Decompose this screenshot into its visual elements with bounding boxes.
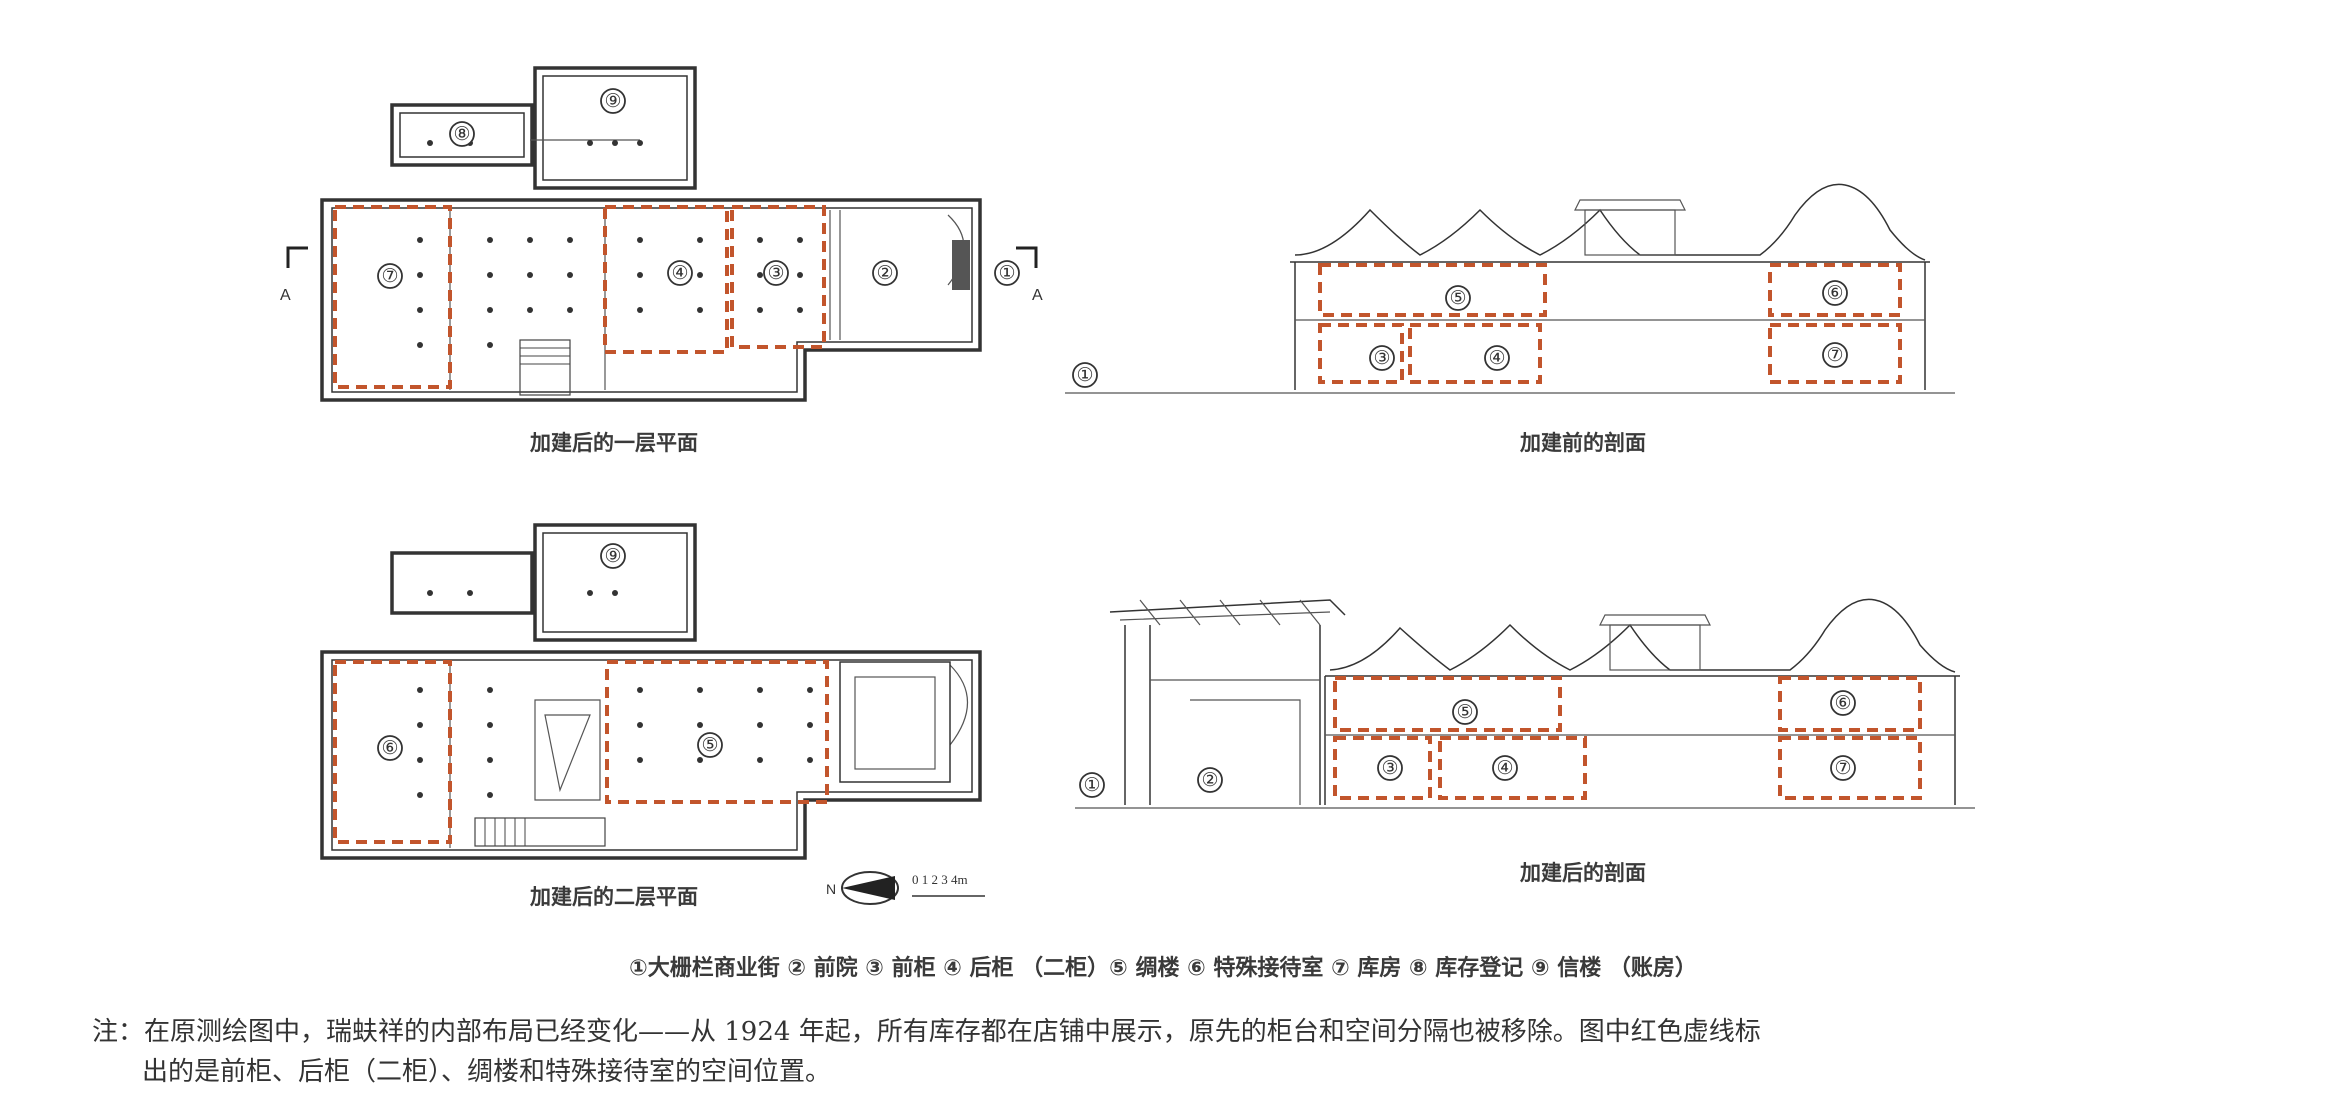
room-7-label: ⑦ [381, 265, 398, 287]
scale-bar: 0 1 2 3 4m [912, 872, 985, 897]
legend: ①大栅栏商业街 ② 前院 ③ 前柜 ④ 后柜 （二柜）⑤ 绸楼 ⑥ 特殊接待室 … [629, 955, 1697, 981]
footnote-line-2: 出的是前柜、后柜（二柜）、绸楼和特殊接待室的空间位置。 [142, 1057, 832, 1087]
footnote: 注：在原测绘图中，瑞蚨祥的内部布局已经变化——从 1924 年起，所有库存都在店… [92, 1012, 2272, 1092]
svg-text:④: ④ [1488, 347, 1505, 369]
caption-section-before: 加建前的剖面 [1519, 431, 1646, 455]
caption-second-floor-plan: 加建后的二层平面 [529, 885, 698, 909]
svg-text:N: N [826, 881, 836, 897]
svg-text:②: ② [1201, 769, 1218, 791]
svg-text:③: ③ [1373, 347, 1390, 369]
svg-text:⑥: ⑥ [1826, 282, 1843, 304]
caption-section-after: 加建后的剖面 [1519, 861, 1646, 885]
svg-text:⑥: ⑥ [381, 737, 398, 759]
footnote-line-1: 注：在原测绘图中，瑞蚨祥的内部布局已经变化——从 1924 年起，所有库存都在店… [92, 1017, 1761, 1047]
section-marker-right: A [1016, 246, 1043, 304]
room-3-label: ③ [767, 262, 784, 284]
first-floor-plan: A A ⑧ ⑨ ⑦ ④ ③ ② ① [280, 66, 1043, 402]
section-marker-left: A [280, 246, 308, 304]
svg-text:④: ④ [1496, 757, 1513, 779]
svg-text:⑥: ⑥ [1834, 692, 1851, 714]
caption-first-floor-plan: 加建后的一层平面 [529, 431, 698, 455]
svg-text:⑤: ⑤ [1449, 287, 1466, 309]
street-1-label: ① [998, 262, 1015, 284]
svg-text:①: ① [1083, 774, 1100, 796]
north-arrow: N [826, 871, 899, 905]
svg-text:0 1 2 3 4m: 0 1 2 3 4m [912, 872, 968, 887]
room-4-label: ④ [671, 262, 688, 284]
svg-text:③: ③ [1381, 757, 1398, 779]
room-2-label: ② [876, 262, 893, 284]
room-9-label: ⑨ [604, 90, 621, 112]
svg-text:①: ① [1076, 364, 1093, 386]
svg-text:⑤: ⑤ [701, 734, 718, 756]
svg-text:A: A [280, 287, 291, 304]
svg-text:⑨: ⑨ [604, 545, 621, 567]
second-floor-plan: ⑨ ⑥ ⑤ N 0 1 2 3 4m [320, 523, 985, 905]
svg-text:⑦: ⑦ [1826, 344, 1843, 366]
section-before-extension: ① ⑤ ③ ④ ⑥ ⑦ [1065, 183, 1955, 394]
room-8-label: ⑧ [453, 123, 470, 145]
svg-text:⑤: ⑤ [1456, 701, 1473, 723]
section-after-extension: ① ② ⑤ ③ ④ ⑥ ⑦ [1075, 598, 1975, 809]
svg-text:A: A [1032, 287, 1043, 304]
svg-text:⑦: ⑦ [1834, 757, 1851, 779]
